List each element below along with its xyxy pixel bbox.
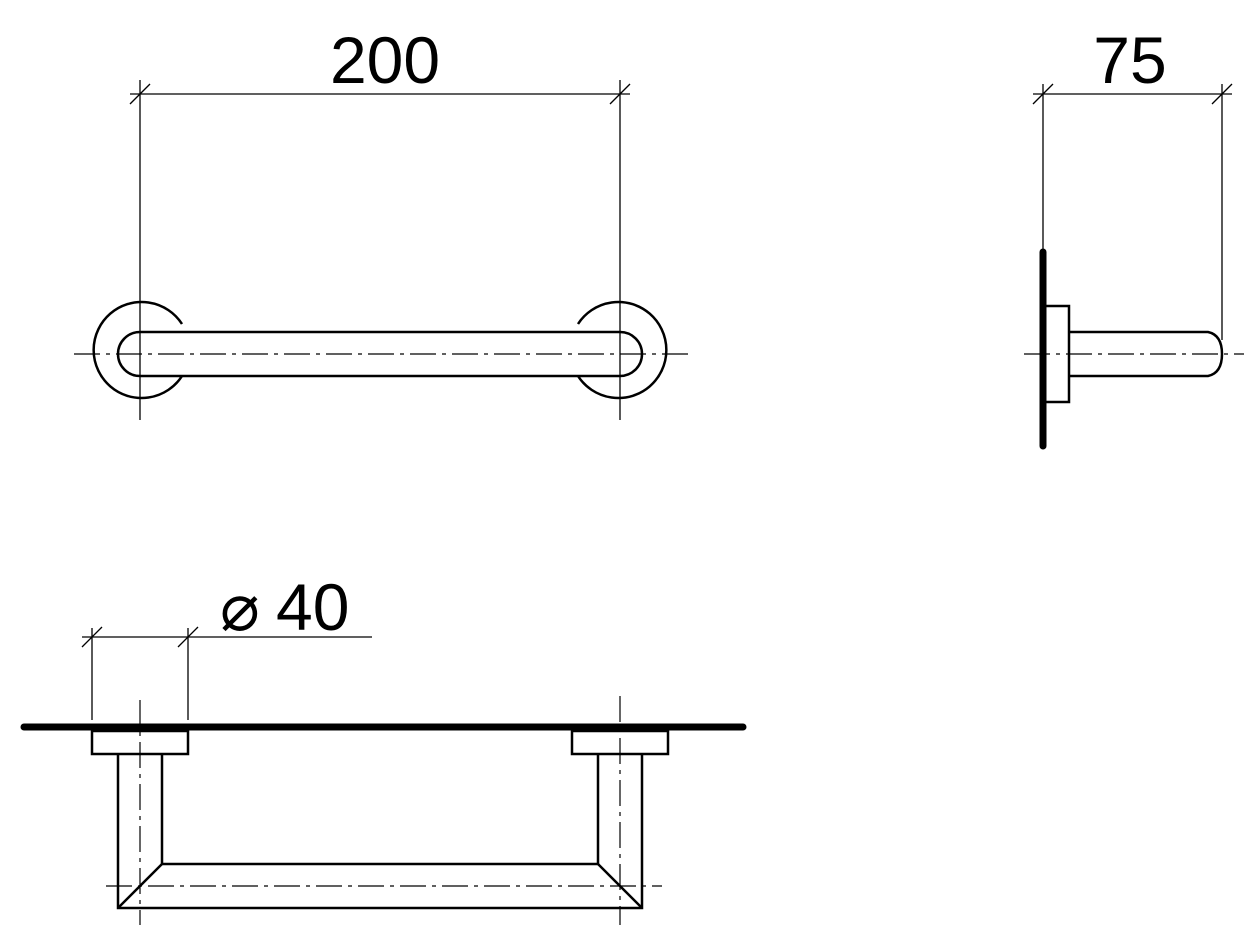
dimension-tick-wall (1032, 83, 1054, 105)
dimension-tick-right (609, 83, 631, 105)
side-view: 75 (1024, 23, 1244, 450)
grab-bar-top-inner (160, 754, 600, 866)
dimension-diameter-label: 40 (276, 570, 349, 644)
grab-bar-front (116, 330, 644, 378)
front-view: 200 (74, 23, 688, 420)
rosette-right (576, 300, 668, 400)
top-view: ⌀ 40 (20, 570, 747, 925)
diameter-symbol: ⌀ (220, 570, 260, 644)
dimension-tick-tip (1211, 83, 1233, 105)
rosette-left (92, 300, 184, 400)
dimension-projection-label: 75 (1093, 23, 1166, 97)
dimension-length-label: 200 (330, 23, 440, 97)
dimension-tick-dia-left (81, 626, 103, 648)
grab-bar-top-outer (116, 754, 644, 910)
dimension-tick-dia-right (177, 626, 199, 648)
grab-bar-side (1069, 330, 1224, 378)
dimension-tick-left (129, 83, 151, 105)
